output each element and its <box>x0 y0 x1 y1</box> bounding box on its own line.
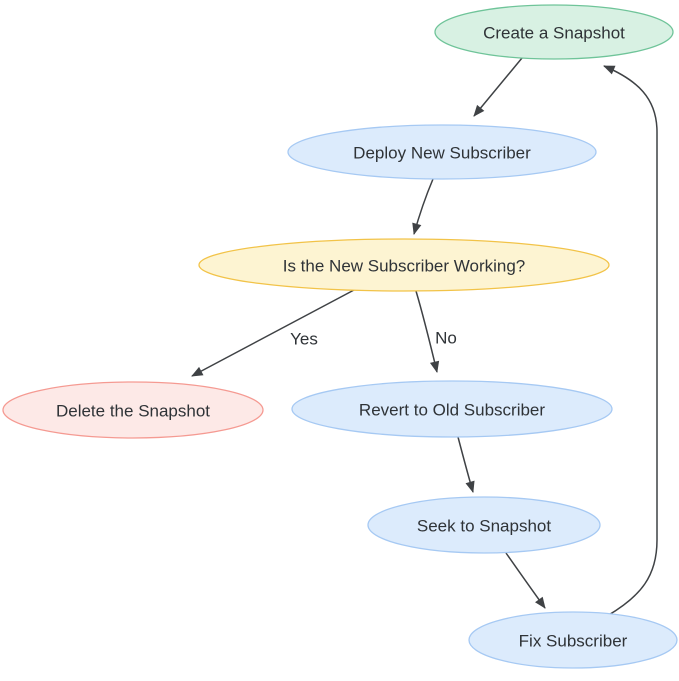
node-revert-to-old-subscriber-label: Revert to Old Subscriber <box>359 401 545 420</box>
edge-working-to-delete-yes <box>191 289 355 377</box>
node-is-new-subscriber-working-shape <box>198 238 610 292</box>
node-deploy-new-subscriber: Deploy New Subscriber <box>287 124 597 180</box>
node-fix-subscriber-label: Fix Subscriber <box>519 632 628 651</box>
node-delete-the-snapshot-label: Delete the Snapshot <box>56 402 210 421</box>
node-group: Create a Snapshot Deploy New Subscriber … <box>2 4 678 669</box>
node-is-new-subscriber-working: Is the New Subscriber Working? <box>198 238 610 292</box>
edge-seek-to-fix <box>505 552 546 609</box>
node-create-a-snapshot: Create a Snapshot <box>434 4 674 60</box>
node-delete-the-snapshot-shape <box>2 381 264 439</box>
node-create-a-snapshot-shape <box>434 4 674 60</box>
node-fix-subscriber-shape <box>468 611 678 669</box>
edge-fix-to-create-loop <box>603 65 658 617</box>
node-create-a-snapshot-label: Create a Snapshot <box>483 24 625 43</box>
edge-label-group: Yes No <box>290 329 457 349</box>
edge-revert-to-seek <box>457 436 475 493</box>
edge-label-no: No <box>435 329 457 348</box>
edge-label-yes: Yes <box>290 330 318 349</box>
node-deploy-new-subscriber-shape <box>287 124 597 180</box>
edge-group <box>191 57 658 617</box>
node-is-new-subscriber-working-label: Is the New Subscriber Working? <box>283 257 526 276</box>
node-fix-subscriber: Fix Subscriber <box>468 611 678 669</box>
node-revert-to-old-subscriber-shape <box>291 380 613 438</box>
edge-deploy-to-working <box>412 178 434 235</box>
node-seek-to-snapshot-label: Seek to Snapshot <box>417 517 551 536</box>
edge-create-to-deploy <box>473 57 523 117</box>
node-seek-to-snapshot-shape <box>367 496 601 554</box>
node-seek-to-snapshot: Seek to Snapshot <box>367 496 601 554</box>
node-revert-to-old-subscriber: Revert to Old Subscriber <box>291 380 613 438</box>
edge-working-to-revert-no <box>415 290 440 373</box>
node-delete-the-snapshot: Delete the Snapshot <box>2 381 264 439</box>
node-deploy-new-subscriber-label: Deploy New Subscriber <box>353 144 531 163</box>
